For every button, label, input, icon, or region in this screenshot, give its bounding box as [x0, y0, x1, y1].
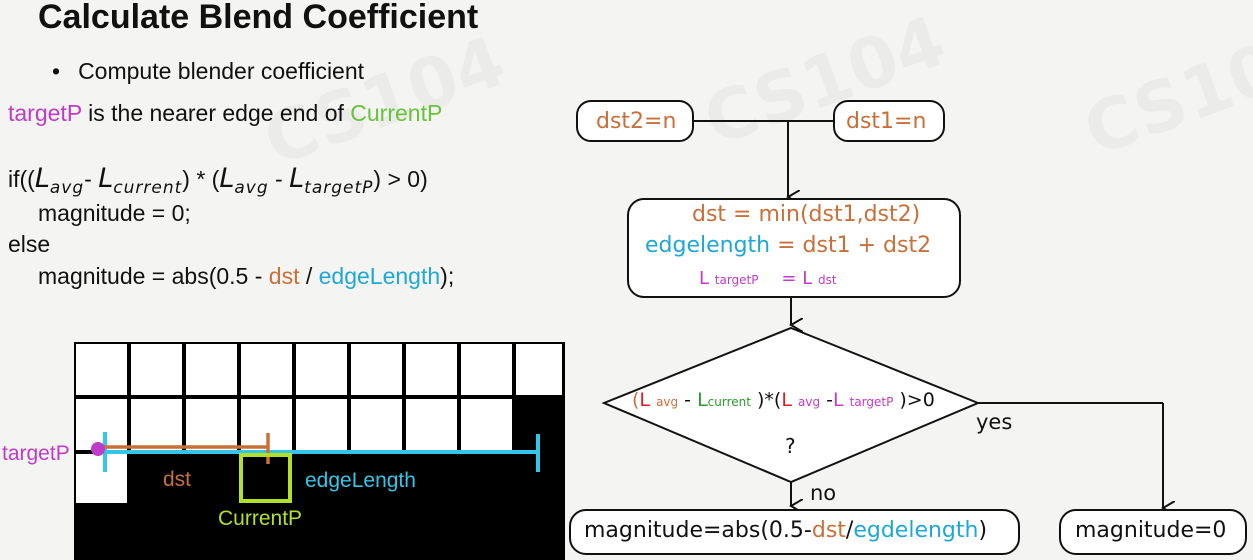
target-var: targetP [8, 100, 82, 126]
process-targetp-sub: targetP [714, 273, 759, 287]
dst1-label: dst1=n [846, 109, 927, 134]
grid-cell [131, 344, 182, 395]
code-line-then: magnitude = 0; [38, 200, 191, 226]
code-line-description: targetP is the nearer edge end of Curren… [8, 100, 442, 127]
l-target-sub: targetP [304, 178, 374, 198]
decision-l-avg: L [639, 389, 651, 411]
decision-avg-sub-2: avg [797, 395, 821, 409]
decision-open-paren: ( [632, 389, 640, 411]
code-line-if: if((Lavg- Lcurrent) * (Lavg - LtargetP) … [8, 163, 428, 198]
decision-current-sub: current [707, 395, 751, 409]
output-no-dst: dst [811, 518, 846, 543]
process-l-target: L [699, 268, 710, 289]
yes-label: yes [976, 410, 1013, 434]
grid-cell [76, 454, 127, 503]
mult-sign: ) * ( [182, 166, 220, 192]
mag-prefix: magnitude = abs(0.5 - [38, 263, 269, 289]
if-suffix: ) > 0) [373, 166, 428, 192]
slide-title: Calculate Blend Coefficient [38, 0, 479, 36]
grid-cell [406, 399, 457, 450]
grid-cell [461, 399, 512, 450]
grid-cell [76, 399, 127, 450]
output-no-text: magnitude=abs(0.5-dst/egdelength) [584, 518, 987, 543]
decision-targetp-sub: targetP [849, 395, 894, 409]
decision-minus: - [678, 389, 698, 411]
process-line-ltarget: L targetP = L dst [699, 268, 837, 289]
output-no-suffix: ) [978, 518, 988, 543]
process-line-edgelength: edgelength = dst1 + dst2 [645, 233, 931, 258]
grid-cell [406, 344, 457, 395]
minus-sign: - [84, 166, 99, 192]
bullet-text: Compute blender coefficient [78, 58, 365, 84]
process-line-min: dst = min(dst1,dst2) [692, 202, 921, 227]
grid-cell [516, 344, 562, 395]
process-edgelength-var: edgelength [645, 233, 771, 258]
dst2-label: dst2=n [596, 109, 677, 134]
process-edgelength-expr: = dst1 + dst2 [770, 233, 932, 258]
output-no-slash: / [845, 518, 854, 543]
decision-avg-sub: avg [656, 395, 679, 409]
grid-cell [461, 344, 512, 395]
process-eq: = [781, 268, 797, 289]
l-target-symbol: L [289, 163, 305, 194]
l-avg-symbol: L [34, 163, 50, 194]
minus-sign-2: - [268, 166, 290, 192]
mag-edge: edgeLength [318, 263, 441, 289]
process-dst-sub: dst [817, 273, 837, 287]
l-avg-sub-2: avg [234, 178, 269, 198]
mag-slash: / [299, 263, 319, 289]
output-no-prefix: magnitude=abs(0.5- [584, 518, 812, 543]
output-no-edge: egdelength [853, 518, 979, 543]
l-avg-sub: avg [49, 178, 85, 198]
decision-question: ? [785, 434, 796, 458]
l-current-symbol: L [98, 163, 114, 194]
no-label: no [810, 481, 837, 505]
grid-cell [351, 344, 402, 395]
grid-cell [241, 344, 292, 395]
l-avg-symbol-2: L [219, 163, 235, 194]
decision-minus-2: - [820, 389, 833, 411]
grid-cell [76, 344, 127, 395]
current-var: CurrentP [350, 100, 443, 126]
if-prefix: if(( [8, 166, 35, 192]
process-box [627, 198, 961, 298]
grid-cell [186, 344, 237, 395]
code-line-else: else [8, 231, 51, 257]
description-text: is the nearer edge end of [81, 100, 351, 126]
output-no-box [569, 509, 1020, 555]
grid-cell [131, 399, 182, 450]
mag-dst: dst [268, 263, 300, 289]
decision-condition: (L avg - Lcurrent )*(L avg -L targetP )>… [632, 389, 935, 411]
grid-cell [186, 399, 237, 450]
output-yes-box [1059, 509, 1247, 555]
bullet-dot: • [52, 58, 61, 84]
decision-mult: )*( [750, 389, 782, 411]
l-current-sub: current [113, 178, 183, 198]
code-line-magnitude: magnitude = abs(0.5 - dst / edgeLength); [38, 263, 454, 290]
grid-cell [296, 399, 347, 450]
decision-close: )>0 [893, 389, 935, 411]
output-yes-text: magnitude=0 [1075, 518, 1227, 543]
bullet-item: • Compute blender coefficient [52, 58, 364, 85]
process-l-dst: L [802, 268, 813, 289]
decision-l-target: L [832, 389, 844, 411]
grid-cell [296, 344, 347, 395]
mag-suffix: ); [440, 263, 455, 289]
decision-l-current: L [697, 389, 708, 411]
grid-cell [351, 399, 402, 450]
decision-l-avg-2: L [781, 389, 792, 411]
